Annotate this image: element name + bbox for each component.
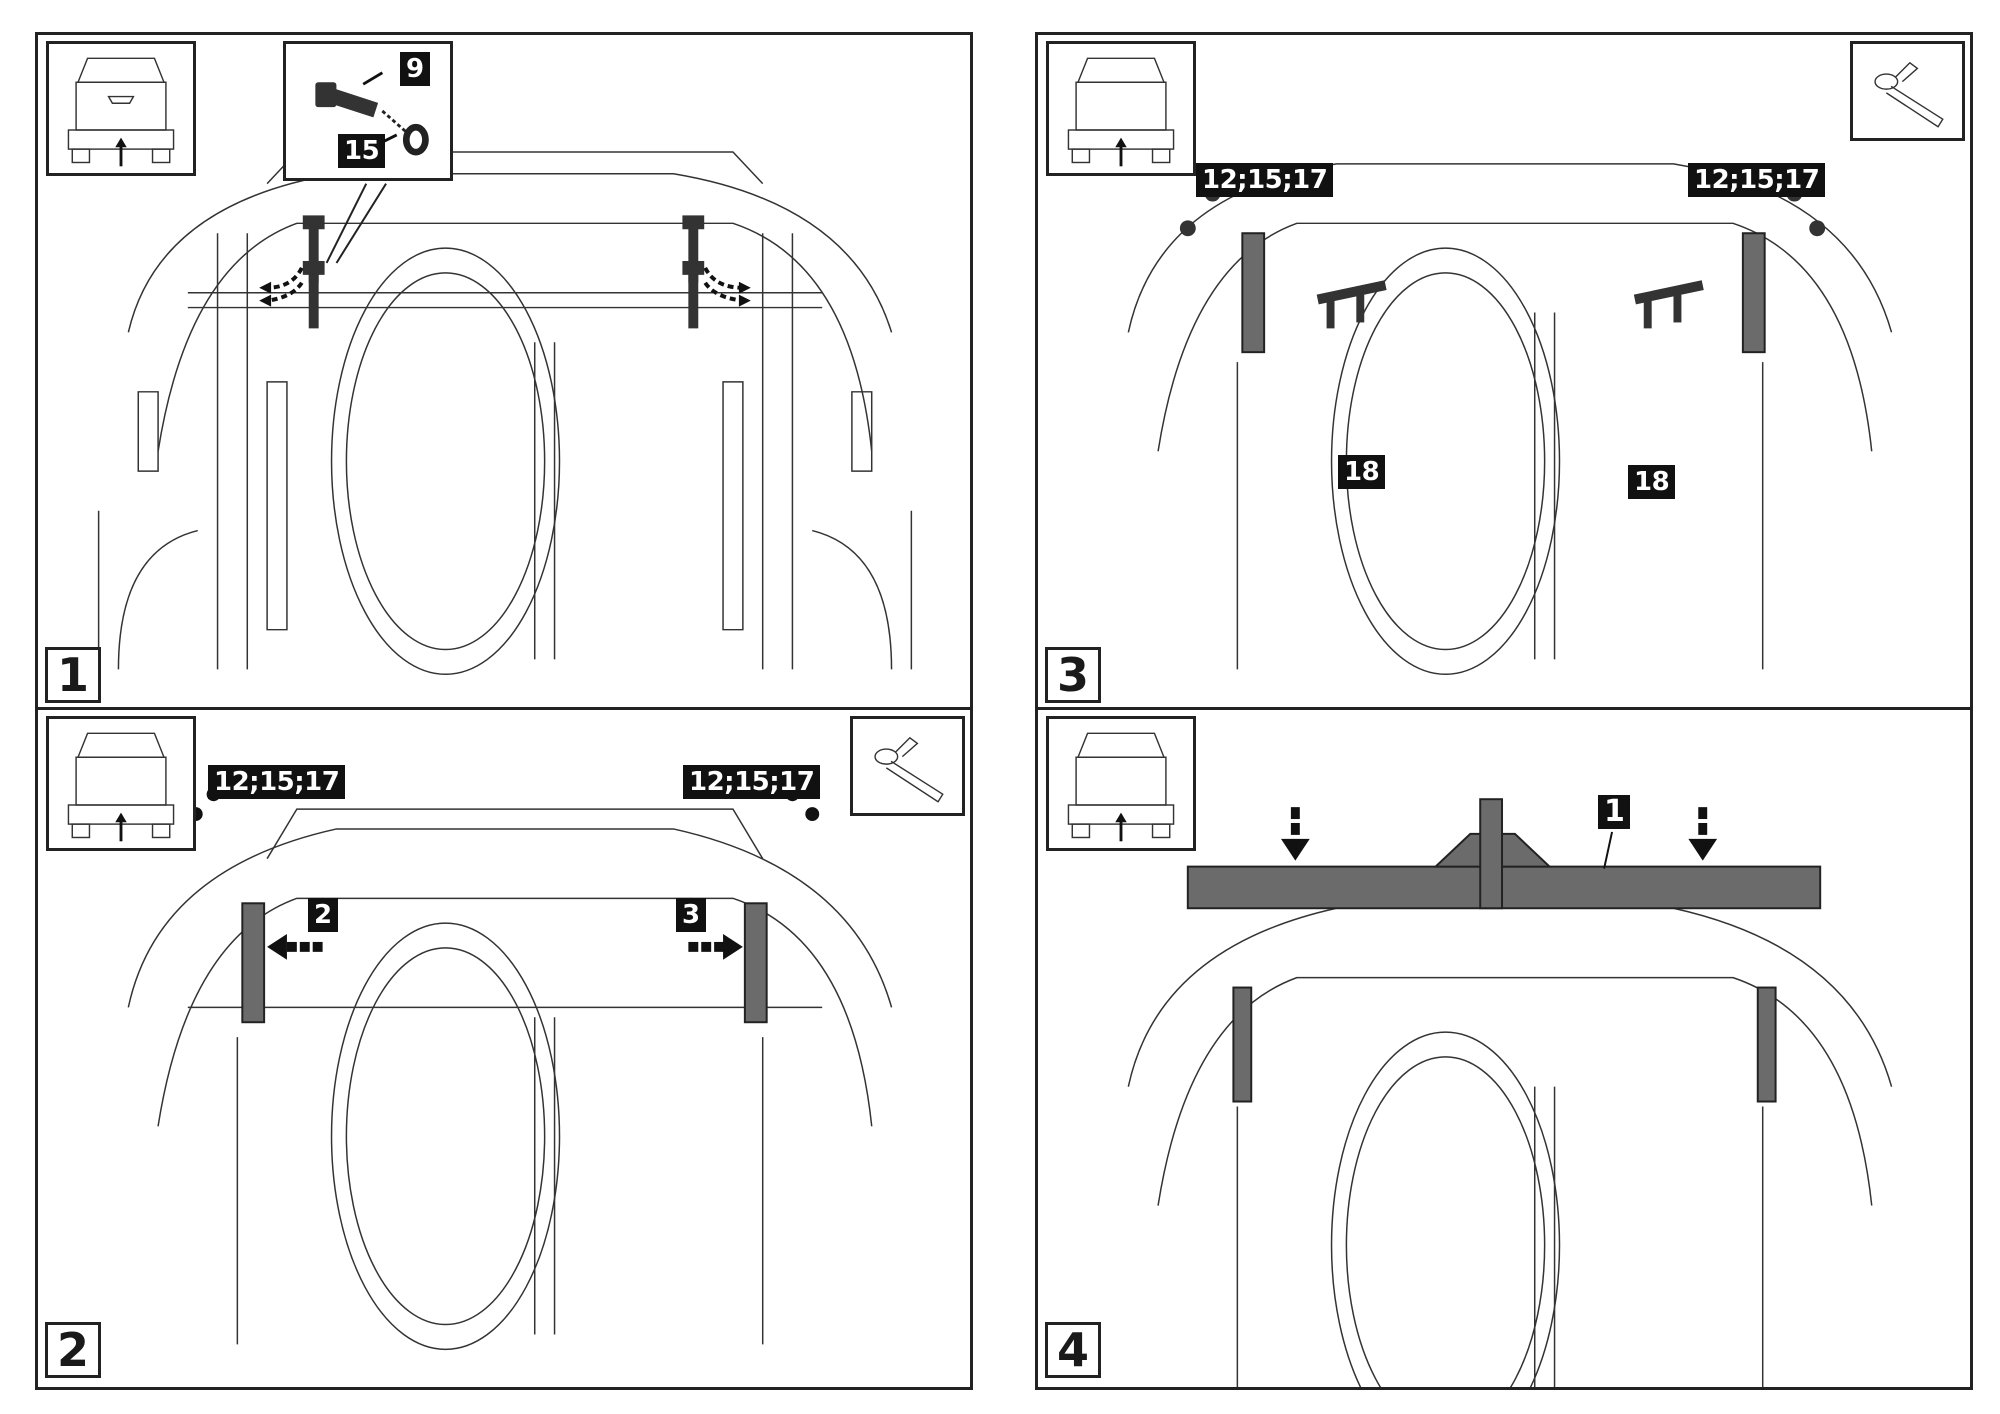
callout-part-18-left: 18 <box>1338 455 1386 489</box>
step-2-panel: 12;15;17 12;15;17 2 3 2 <box>35 707 973 1390</box>
callout-part-2: 2 <box>308 898 338 932</box>
part-label-15: 15 <box>338 134 386 168</box>
tow-bar-part-1 <box>1186 798 1822 910</box>
bolts <box>302 215 705 329</box>
part-label-9: 9 <box>400 52 430 86</box>
vehicle-underside-drawing <box>1127 163 1893 676</box>
truck-rear-view-icon <box>46 716 196 851</box>
callout-part-3: 3 <box>676 898 706 932</box>
step-1-panel: 9 15 1 <box>35 32 973 710</box>
ratchet-wrench-icon <box>1850 41 1965 141</box>
vehicle-underside-drawing <box>97 151 913 676</box>
left-bracket <box>1241 232 1266 354</box>
callout-part-18-right: 18 <box>1628 465 1676 499</box>
left-bracket <box>1232 986 1253 1103</box>
step-number-1: 1 <box>45 647 101 703</box>
bolt-icon <box>315 82 379 118</box>
truck-rear-view-icon <box>1046 716 1196 851</box>
right-bracket <box>1741 232 1766 354</box>
callout-12-15-17-left: 12;15;17 <box>208 765 346 799</box>
ratchet-wrench-icon <box>850 716 965 816</box>
step-3-panel: 12;15;17 12;15;17 18 18 3 <box>1035 32 1973 710</box>
step-number-2: 2 <box>45 1322 101 1378</box>
truck-rear-view-icon <box>1046 41 1196 176</box>
right-bracket <box>1756 986 1777 1103</box>
callout-12-15-17-right: 12;15;17 <box>683 765 821 799</box>
truck-rear-view-icon <box>46 41 196 176</box>
right-bracket <box>743 902 768 1024</box>
step-4-panel: 1 4 <box>1035 707 1973 1390</box>
callout-part-1: 1 <box>1598 795 1631 829</box>
vehicle-underside-drawing <box>1127 798 1893 1387</box>
washer-icon <box>402 123 429 156</box>
callout-12-15-17-right: 12;15;17 <box>1688 163 1826 197</box>
step-number-3: 3 <box>1045 647 1101 703</box>
bolt-washer-detail-inset: 9 15 <box>283 41 453 181</box>
step-number-4: 4 <box>1045 1322 1101 1378</box>
callout-12-15-17-left: 12;15;17 <box>1196 163 1334 197</box>
left-bracket <box>241 902 266 1024</box>
